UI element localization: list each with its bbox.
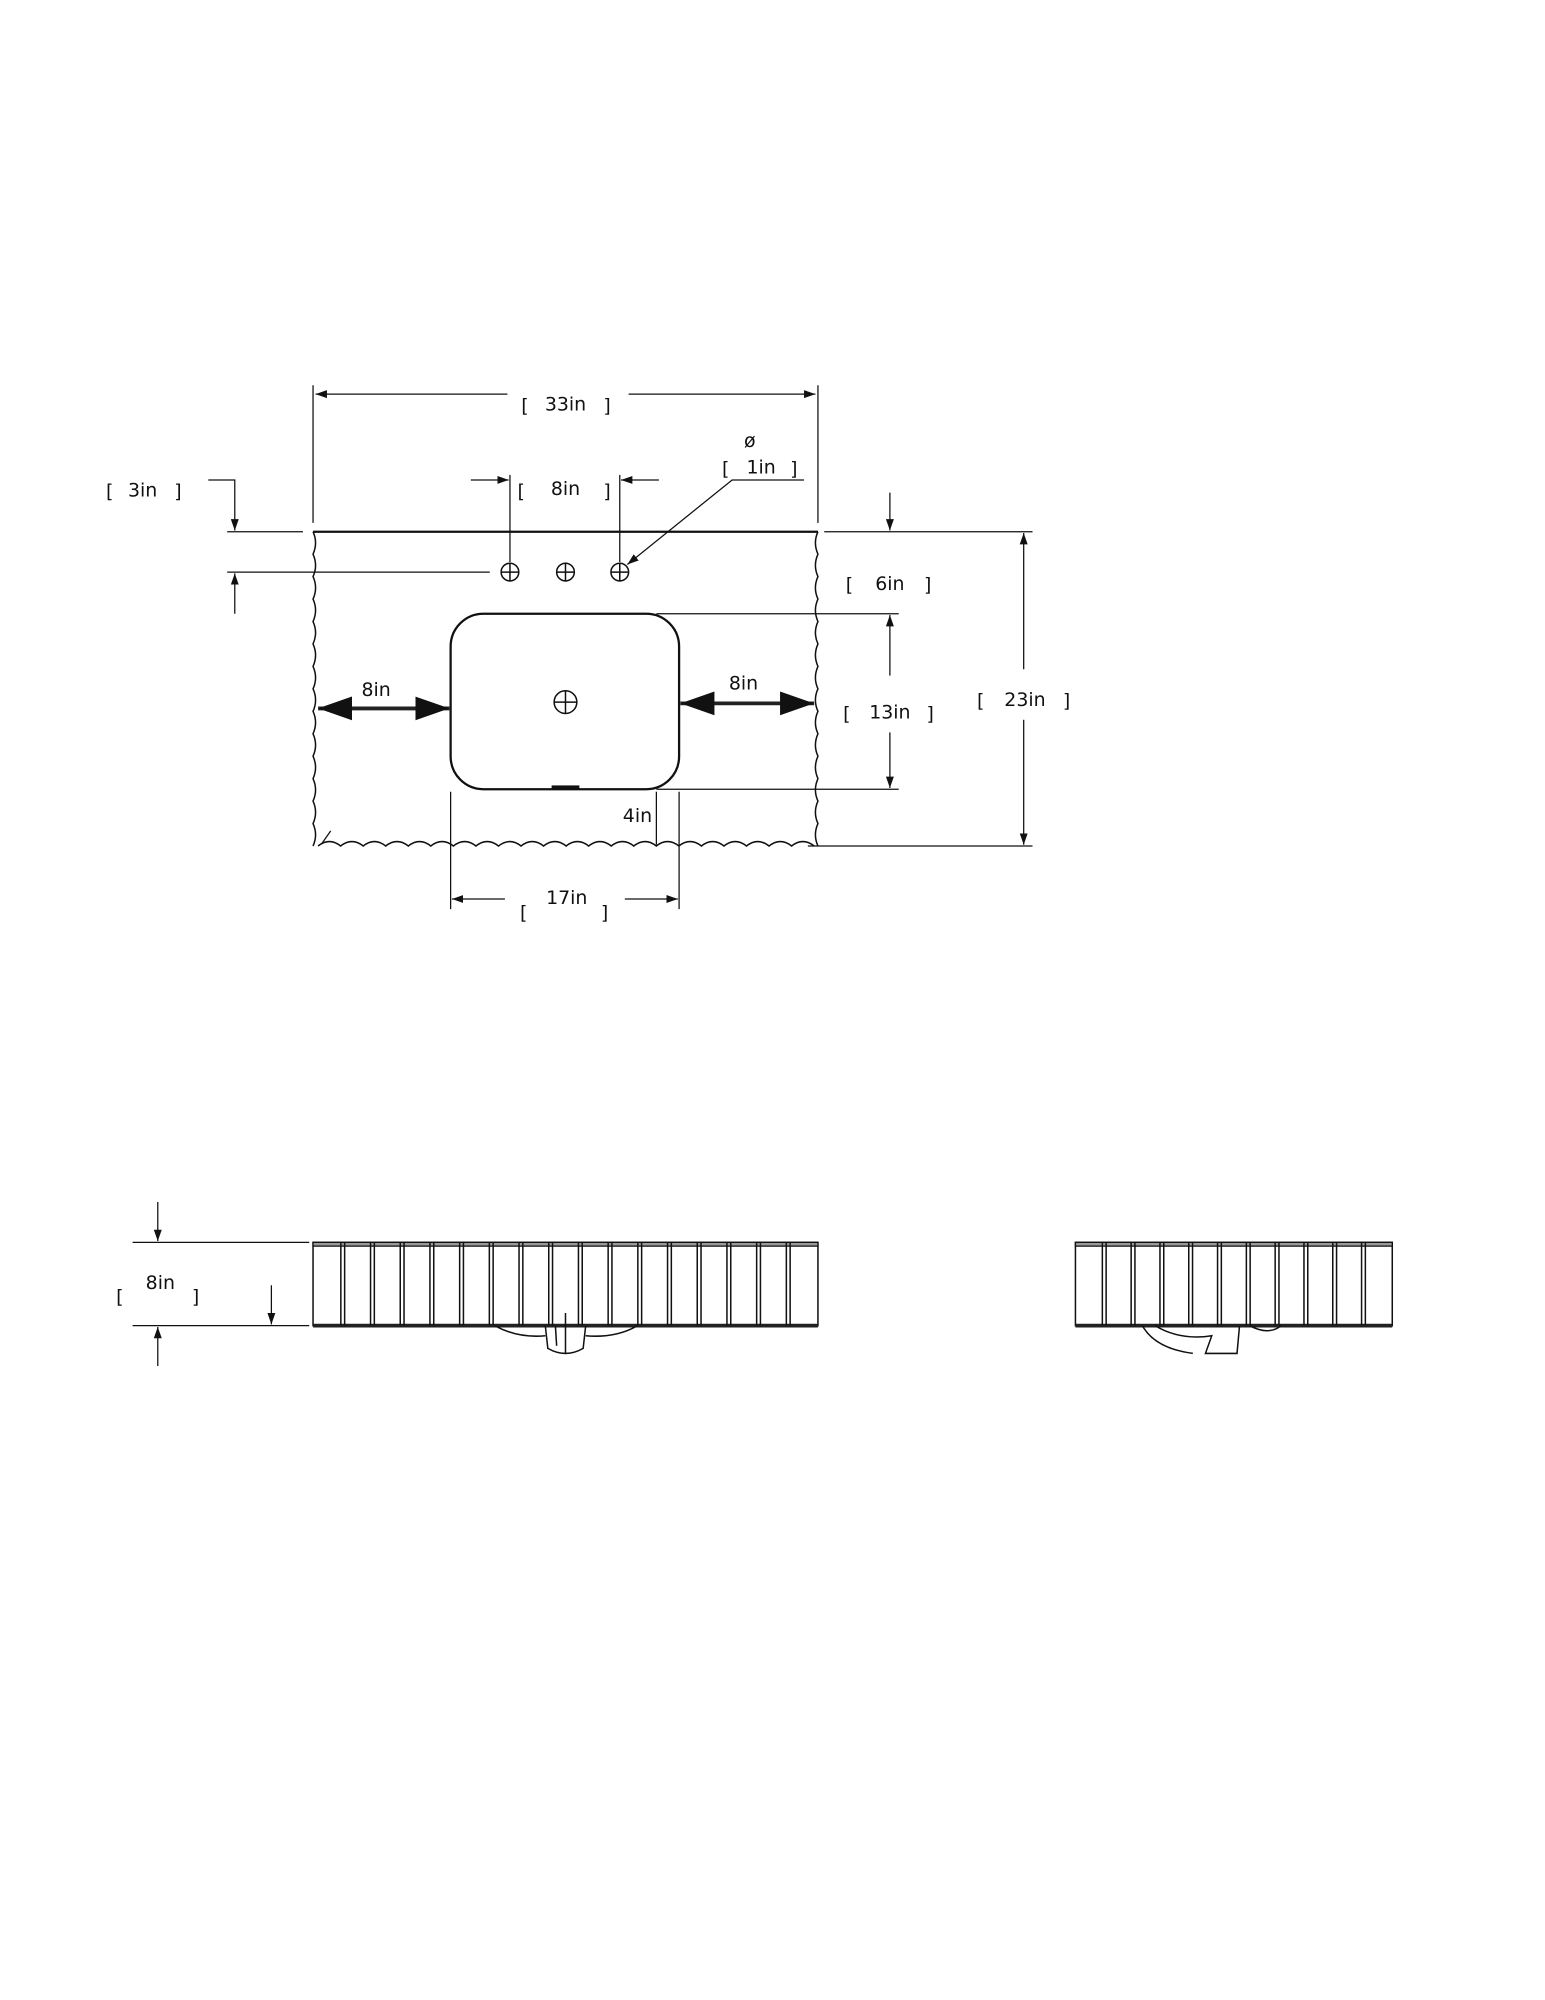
dimension-label: 17in (546, 887, 587, 909)
svg-text:]: ] (926, 703, 933, 725)
dimension-label: 8in (362, 679, 391, 701)
dimension-label: 13in (869, 702, 910, 724)
svg-text:]: ] (601, 902, 608, 924)
dimension-back-to-basin: [] 6in (824, 492, 1033, 596)
svg-text:]: ] (603, 395, 610, 417)
svg-text:[: [ (977, 690, 984, 712)
svg-text:]: ] (1063, 690, 1070, 712)
svg-text:]: ] (192, 1286, 199, 1308)
dimension-left-to-basin: 8in (318, 679, 450, 721)
svg-text:[: [ (521, 395, 528, 417)
dimension-overall-width: [] 33in (312, 385, 819, 523)
svg-text:]: ] (924, 574, 931, 596)
svg-text:[: [ (722, 458, 729, 480)
countertop-outline (312, 530, 819, 847)
dimension-label: 33in (545, 394, 586, 416)
faucet-hole-right (610, 562, 630, 582)
dimension-label: 6in (875, 573, 904, 595)
side-view (1074, 1241, 1394, 1355)
plan-view: [] 33in [] 8in ø [] 1in [] 3in (106, 385, 1070, 924)
dimension-overall-depth: [] 23in (807, 532, 1070, 847)
faucet-holes (500, 562, 630, 582)
svg-text:[: [ (520, 902, 527, 924)
scalloped-edge (317, 840, 815, 847)
dimension-faucet-spacing: [] 8in (470, 474, 659, 562)
dimension-basin-to-front: 4in (623, 791, 658, 845)
svg-text:]: ] (790, 458, 797, 480)
dimension-back-to-holes: [] 3in (106, 479, 490, 614)
drain-icon (553, 689, 578, 715)
dimension-label: 8in (729, 672, 758, 694)
svg-text:[: [ (843, 703, 850, 725)
overflow-slot (551, 785, 580, 790)
dimension-right-to-basin: 8in (680, 672, 815, 716)
svg-text:[: [ (846, 574, 853, 596)
dimension-label: 1in (746, 457, 775, 479)
scalloped-edge (814, 531, 819, 847)
svg-text:[: [ (518, 481, 525, 503)
svg-text:[: [ (116, 1286, 123, 1308)
dimension-label: 4in (623, 805, 652, 827)
faucet-hole-left (500, 562, 520, 582)
svg-text:[: [ (106, 481, 113, 503)
scalloped-edge (312, 531, 317, 847)
dimension-label: 8in (551, 478, 580, 500)
dimension-label: 8in (146, 1272, 175, 1294)
dimension-hole-diameter: ø [] 1in (626, 430, 805, 566)
front-view: [] 8in (116, 1201, 819, 1367)
dimension-basin-depth: [] 13in (656, 613, 934, 790)
faucet-hole-center (555, 562, 576, 582)
dimension-basin-width: [] 17in (449, 791, 680, 924)
svg-text:]: ] (603, 481, 610, 503)
dimension-label: 3in (128, 479, 157, 501)
side-panel (1074, 1241, 1394, 1327)
svg-text:]: ] (174, 481, 181, 503)
diameter-symbol: ø (744, 430, 756, 452)
dimension-height: [] 8in (116, 1201, 310, 1367)
dimension-label: 23in (1004, 689, 1045, 711)
